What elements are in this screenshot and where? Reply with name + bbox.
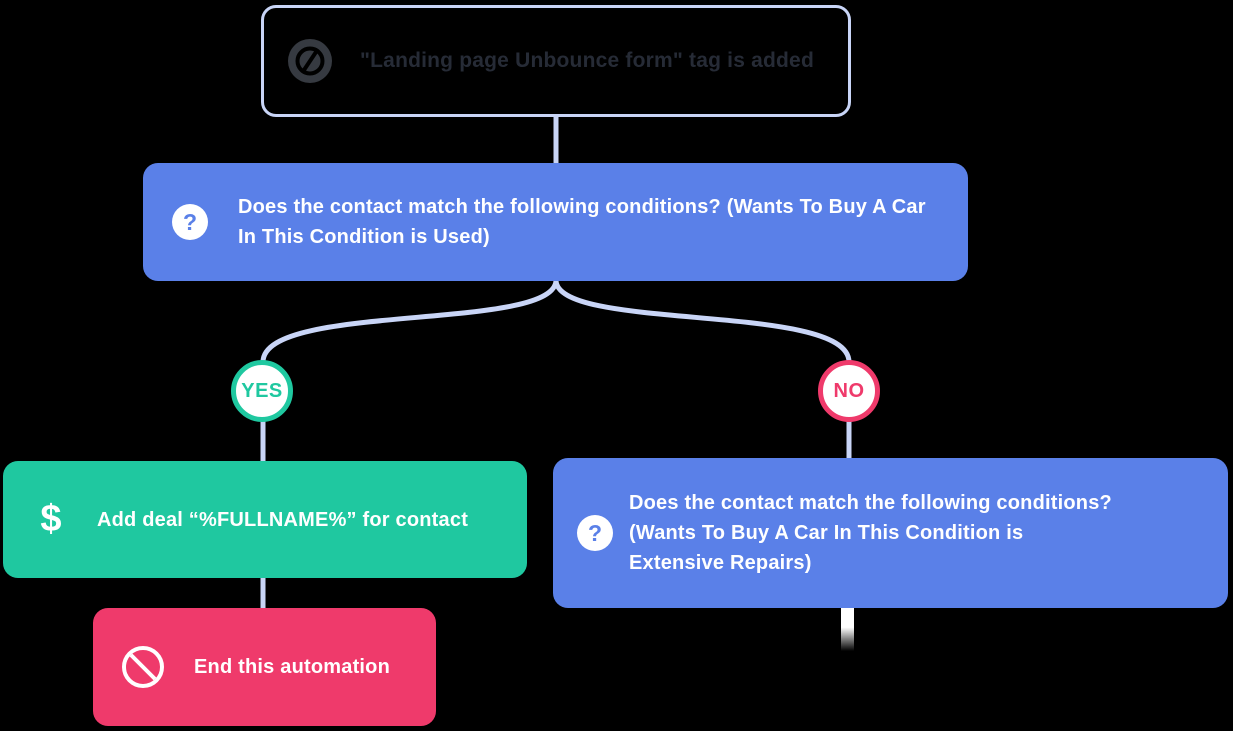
trigger-node-tag-added[interactable]: "Landing page Unbounce form" tag is adde… [261,5,851,117]
yes-branch-badge: YES [231,360,293,422]
question-mark-icon: ? [577,515,613,551]
continuation-connector-stub [841,608,854,651]
add-deal-node[interactable]: $ Add deal “%FULLNAME%” for contact [3,461,527,578]
end-automation-node[interactable]: End this automation [93,608,436,726]
question-mark-icon: ? [172,204,208,240]
condition-node-used-label: Does the contact match the following con… [238,196,926,248]
dollar-icon: $ [40,498,62,540]
add-deal-node-label: Add deal “%FULLNAME%” for contact [97,508,469,531]
condition-node-extensive-repairs-label: Does the contact match the following con… [629,492,1112,574]
unbounce-logo-icon [288,39,332,83]
prohibition-icon [122,646,164,688]
no-branch-badge: NO [818,360,880,422]
trigger-node-label: "Landing page Unbounce form" tag is adde… [360,49,814,72]
condition-node-used[interactable]: ? Does the contact match the following c… [143,163,968,281]
condition-node-extensive-repairs[interactable]: ? Does the contact match the following c… [553,458,1228,608]
end-automation-node-label: End this automation [194,656,391,678]
no-branch-label: NO [833,379,865,402]
yes-branch-label: YES [241,379,283,402]
